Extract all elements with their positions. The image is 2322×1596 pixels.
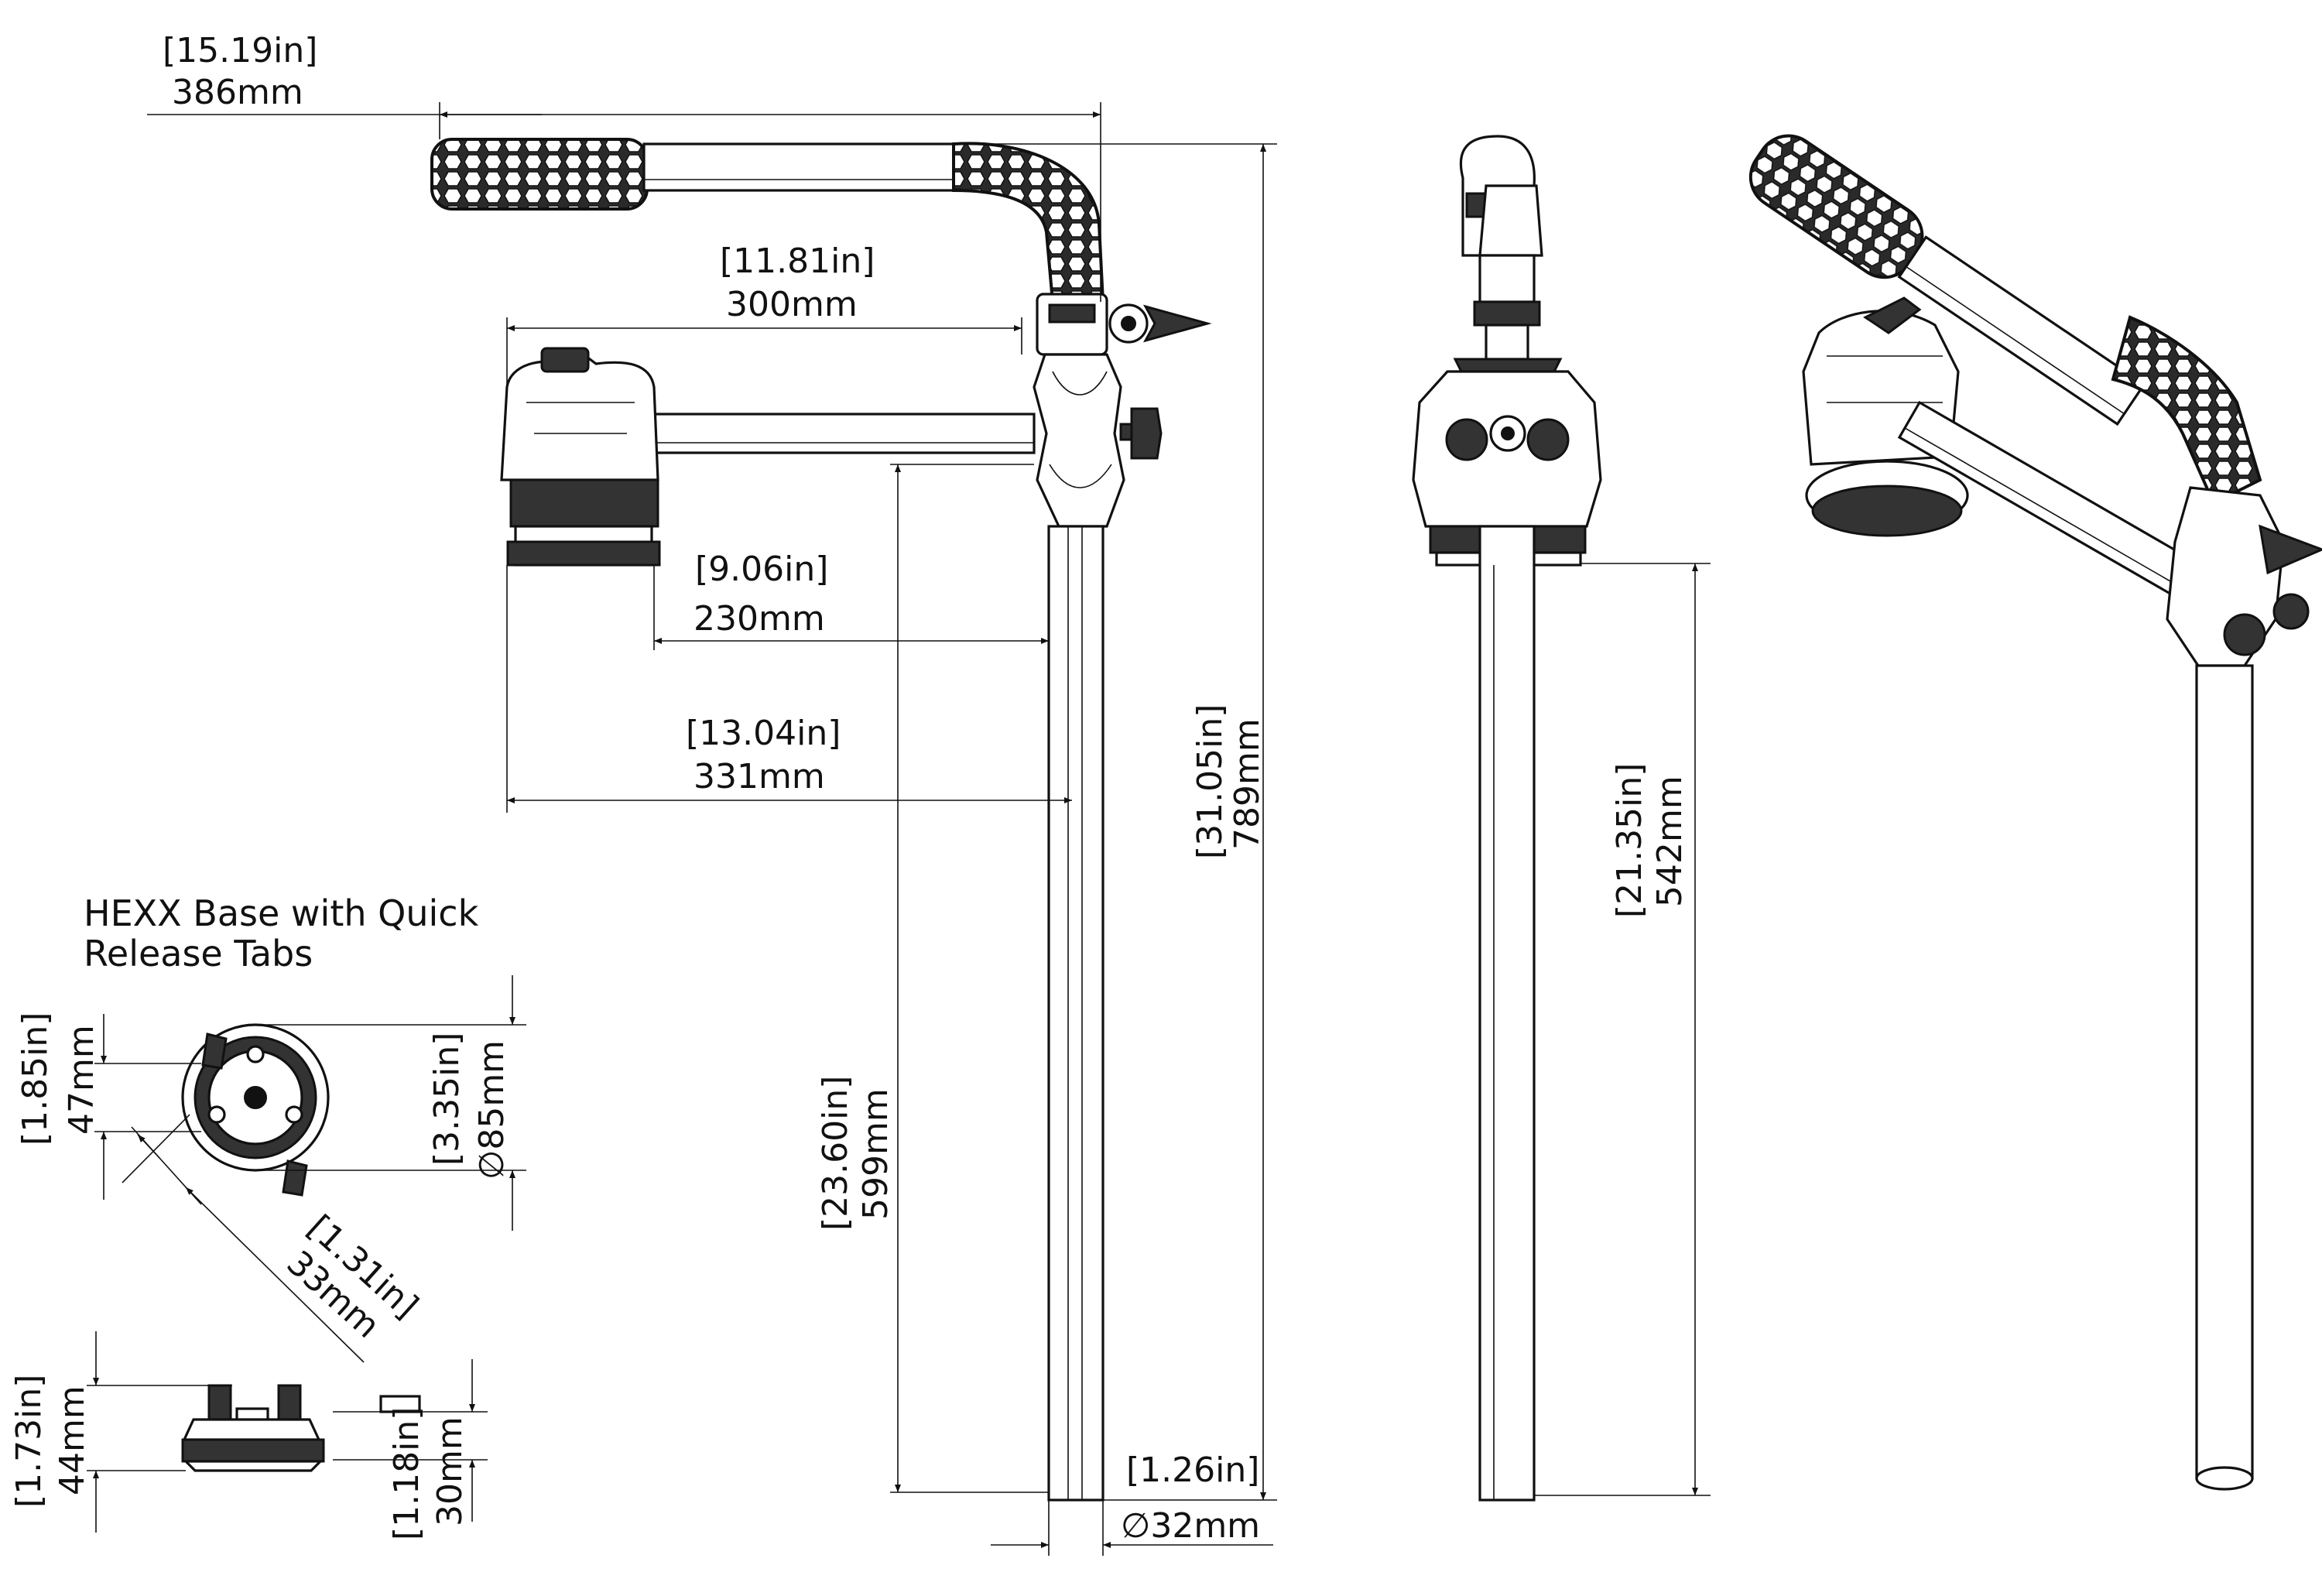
dim-331-in: [13.04in] [686,714,841,753]
clamp-body [1033,353,1125,528]
dim-32-mm: ∅32mm [1121,1506,1260,1546]
dim-230-in: [9.06in] [695,550,828,589]
base-top-tab-1 [201,1033,228,1070]
base-side-body [182,1418,321,1441]
iso-upper-tube [1897,235,2146,426]
dim-230-mm: 230mm [694,599,825,639]
upper-arm-tube [642,142,955,192]
side-pole [1478,525,1536,1502]
dim-85-in: [3.35in] [427,1033,467,1166]
arrow-tip [1142,304,1212,343]
dim-542-mm: 542mm [1650,776,1690,907]
dim-height-789: [31.05in] 789mm [954,143,1277,1501]
dim-789-in: [31.05in] [1190,704,1230,859]
dim-300-in: [11.81in] [720,241,875,281]
dim-base-30: [1.18in] 30mm [333,1359,488,1540]
base-mount [500,351,659,481]
dim-85-mm: ∅85mm [472,1040,512,1180]
base-top-tab-2 [282,1159,308,1197]
base-side-tab-2 [277,1384,302,1421]
lower-arm-tube [646,413,1036,454]
iso-arrow-tip [2259,524,2322,575]
dim-47-in: [1.85in] [15,1012,55,1146]
base-side-tab-1 [207,1384,232,1421]
knob [1130,407,1163,460]
iso-knob [2223,613,2266,656]
side-view [1412,135,1602,1502]
dim-789-mm: 789mm [1228,718,1267,850]
dim-arm-230: [9.06in] 230mm [653,550,1049,650]
dim-arm-331: [13.04in] 331mm [506,565,1072,813]
dim-tube-dia: [1.26in] ∅32mm [991,1450,1273,1556]
isometric-view [1748,134,2322,1491]
dim-32-in: [1.26in] [1126,1450,1259,1490]
dim-arm-300: [11.81in] 300mm [506,241,1022,387]
dim-300-mm: 300mm [726,285,858,324]
upper-handle-grip [430,138,649,211]
dim-47-mm: 47mm [62,1025,101,1135]
iso-upper-elbow [2111,315,2262,505]
dim-331-mm: 331mm [694,757,825,796]
upper-elbow [952,142,1105,303]
iso-pole [2195,664,2254,1480]
dim-30-mm: 30mm [430,1416,470,1526]
vertical-pole [1047,525,1104,1502]
front-view [430,138,1212,1502]
dim-height-599: [23.60in] 599mm [816,464,1049,1493]
hexx-base-caption: HEXX Base with Quick Release Tabs [84,892,479,974]
caption-line-1: HEXX Base with Quick [84,892,479,934]
dim-542-in: [21.35in] [1610,763,1649,918]
dim-386-in: [15.19in] [163,31,317,70]
hexx-base-top-view [181,1023,330,1197]
dim-599-mm: 599mm [856,1088,896,1220]
iso-handle-grip [1748,134,1924,279]
dim-base-44: [1.73in] 44mm [9,1331,232,1533]
caption-line-2: Release Tabs [84,933,313,974]
dim-386-mm: 386mm [172,73,303,112]
dim-44-mm: 44mm [53,1385,92,1495]
dim-base-85: [3.35in] ∅85mm [255,975,526,1231]
hexx-base-side-view [181,1384,421,1472]
clamp-head [1036,293,1108,356]
dim-height-542: [21.35in] 542mm [1534,563,1711,1496]
dim-44-in: [1.73in] [9,1375,49,1508]
dim-30-in: [1.18in] [387,1407,426,1540]
side-knob-left [1445,418,1488,461]
side-neck [1478,254,1536,303]
dim-599-in: [23.60in] [816,1076,855,1231]
side-knob-right [1526,418,1570,461]
dim-base-47: [1.85in] 47mm [15,1012,201,1200]
dim-overall-length: [15.19in] 386mm [147,31,1101,302]
